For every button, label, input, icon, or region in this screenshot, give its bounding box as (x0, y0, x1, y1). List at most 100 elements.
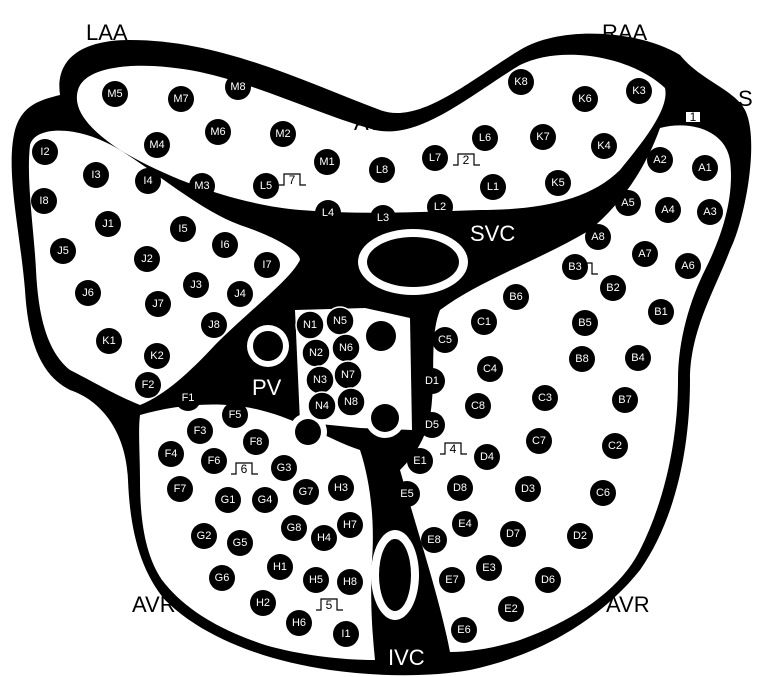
electrode-label: J4 (234, 288, 246, 300)
label-s: S (738, 86, 753, 111)
electrode-label: A7 (638, 248, 651, 260)
electrode-j6: J6 (75, 280, 101, 306)
electrode-d8: D8 (447, 475, 473, 501)
electrode-n7: N7 (334, 361, 362, 389)
electrode-label: N5 (333, 315, 347, 327)
electrode-a6: A6 (675, 253, 701, 279)
electrode-label: C3 (538, 392, 552, 404)
electrode-label: G7 (299, 486, 314, 498)
electrode-n3: N3 (306, 366, 334, 394)
electrode-label: L4 (322, 207, 334, 219)
electrode-k6: K6 (572, 86, 598, 112)
electrode-e2: E2 (498, 596, 524, 622)
electrode-label: J2 (141, 253, 153, 265)
electrode-label: K6 (578, 93, 591, 105)
electrode-f6: F6 (201, 448, 227, 474)
label-laa: LAA (86, 20, 128, 45)
electrode-j3: J3 (183, 272, 209, 298)
electrode-label: F3 (194, 425, 207, 437)
electrode-label: A3 (703, 206, 716, 218)
electrode-f7: F7 (167, 476, 193, 502)
electrode-b5: B5 (572, 310, 598, 336)
electrode-c1: C1 (471, 309, 497, 335)
electrode-c5: C5 (432, 327, 458, 353)
electrode-label: H6 (292, 617, 306, 629)
electrode-m5: M5 (102, 81, 128, 107)
label-avr-top: AVR (354, 110, 398, 135)
electrode-f5: F5 (222, 402, 248, 428)
electrode-label: C4 (483, 363, 497, 375)
electrode-label: G2 (197, 530, 212, 542)
electrode-k5: K5 (545, 170, 571, 196)
electrode-label: G1 (221, 494, 236, 506)
electrode-l5: L5 (253, 173, 279, 199)
label-ivc: IVC (388, 645, 425, 670)
electrode-label: C8 (471, 400, 485, 412)
electrode-label: B4 (631, 352, 644, 364)
electrode-label: M7 (173, 93, 188, 105)
electrode-label: C7 (532, 435, 546, 447)
electrode-label: B8 (575, 353, 588, 365)
electrode-label: A8 (591, 231, 604, 243)
electrode-g5: G5 (227, 530, 253, 556)
electrode-l1: L1 (480, 174, 506, 200)
electrode-label: J8 (208, 319, 220, 331)
electrode-label: J3 (190, 279, 202, 291)
electrode-e4: E4 (452, 511, 478, 537)
electrode-d6: D6 (535, 567, 561, 593)
electrode-h2: H2 (250, 590, 276, 616)
electrode-label: L8 (376, 164, 388, 176)
electrode-k2: K2 (144, 343, 170, 369)
electrode-label: C1 (477, 316, 491, 328)
electrode-l8: L8 (369, 157, 395, 183)
electrode-label: K7 (536, 131, 549, 143)
marker-label: 2 (463, 153, 470, 167)
electrode-h5: H5 (303, 567, 329, 593)
electrode-label: L3 (377, 212, 389, 224)
electrode-f2: F2 (135, 372, 161, 398)
electrode-label: M2 (275, 128, 290, 140)
marker-label: 6 (241, 462, 248, 476)
marker-label: 5 (326, 598, 333, 612)
electrode-label: H1 (273, 561, 287, 573)
electrode-label: M1 (319, 156, 334, 168)
electrode-label: I2 (40, 146, 49, 158)
electrode-h7: H7 (337, 512, 363, 538)
electrode-i1: I1 (333, 621, 359, 647)
electrode-label: N1 (303, 319, 317, 331)
electrode-label: J6 (82, 287, 94, 299)
electrode-k3: K3 (626, 78, 652, 104)
electrode-j4: J4 (227, 281, 253, 307)
electrode-label: E2 (504, 603, 517, 615)
electrode-label: C5 (438, 334, 452, 346)
electrode-label: F7 (174, 483, 187, 495)
electrode-c6: C6 (590, 480, 616, 506)
electrode-a2: A2 (647, 147, 673, 173)
electrode-e6: E6 (451, 617, 477, 643)
electrode-i8: I8 (31, 188, 57, 214)
electrode-h1: H1 (267, 554, 293, 580)
electrode-l2: L2 (427, 194, 453, 220)
electrode-label: L2 (434, 201, 446, 213)
electrode-label: D6 (541, 574, 555, 586)
electrode-h3: H3 (328, 475, 354, 501)
electrode-label: I7 (262, 259, 271, 271)
electrode-label: H3 (334, 482, 348, 494)
electrode-g7: G7 (293, 479, 319, 505)
electrode-label: F4 (165, 448, 178, 460)
electrode-b6: B6 (503, 284, 529, 310)
electrode-label: K3 (632, 85, 645, 97)
electrode-b4: B4 (625, 345, 651, 371)
electrode-label: N2 (309, 347, 323, 359)
electrode-d2: D2 (567, 523, 593, 549)
label-avr-bottom-right: AVR (606, 592, 650, 617)
electrode-g3: G3 (271, 455, 297, 481)
electrode-a5: A5 (615, 190, 641, 216)
electrode-label: J7 (152, 298, 164, 310)
electrode-g2: G2 (191, 523, 217, 549)
electrode-label: F6 (208, 455, 221, 467)
electrode-label: N4 (315, 400, 329, 412)
electrode-d3: D3 (515, 476, 541, 502)
electrode-label: E1 (413, 455, 426, 467)
